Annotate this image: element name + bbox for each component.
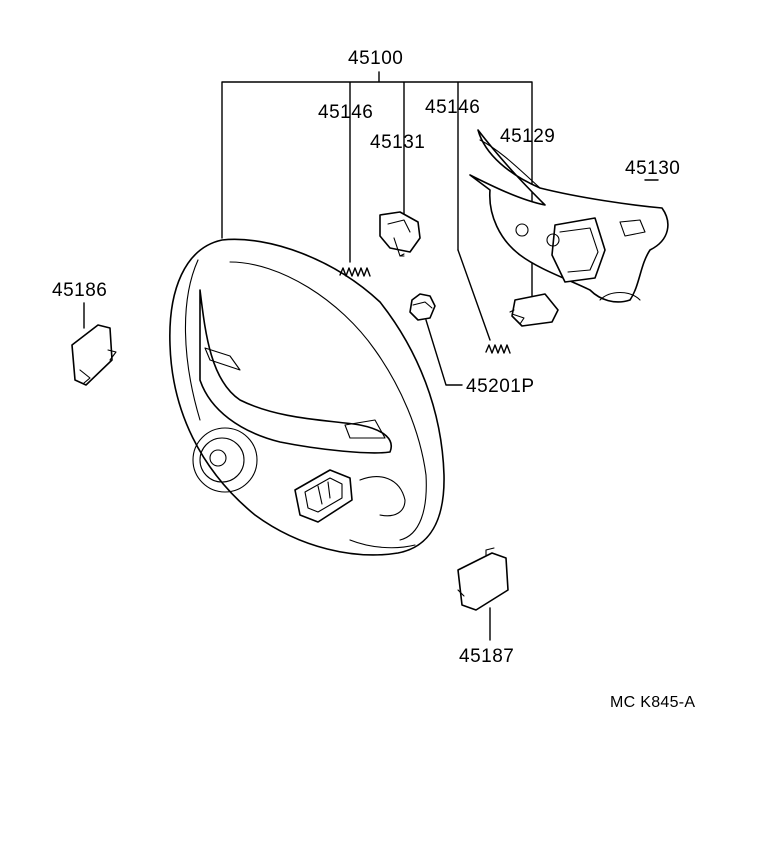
label-cover-right: 45129 [500, 126, 556, 147]
lower-cover [457, 547, 509, 641]
steering-pad [469, 129, 669, 303]
steering-wheel [169, 238, 445, 556]
label-cover-left: 45131 [370, 132, 426, 153]
label-left-cover: 45186 [52, 280, 108, 301]
assembly-bracket [221, 71, 533, 301]
label-assembly: 45100 [348, 48, 404, 69]
left-side-cover [71, 302, 117, 386]
spring-right [457, 249, 511, 354]
nut [409, 293, 463, 386]
label-pad: 45130 [625, 158, 681, 179]
diagram-code: MC K845-A [610, 694, 696, 711]
label-spring-left: 45146 [318, 102, 374, 123]
label-lower-cover: 45187 [459, 646, 515, 667]
spring-left [339, 267, 371, 277]
label-nut: 45201P [466, 376, 535, 397]
label-spring-right: 45146 [425, 97, 481, 118]
cover-left [379, 211, 421, 257]
cover-right [509, 293, 559, 327]
